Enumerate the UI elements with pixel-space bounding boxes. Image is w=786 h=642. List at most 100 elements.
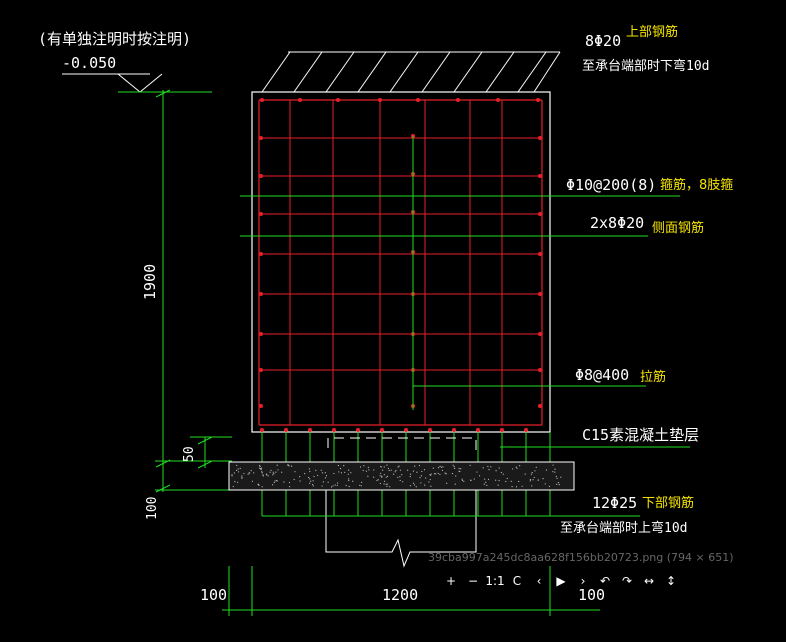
cushion-speck: [552, 464, 554, 466]
cushion-speck: [373, 476, 375, 478]
rotate-left-button[interactable]: ↶: [599, 574, 611, 588]
actual-size-button[interactable]: 1:1: [485, 574, 505, 588]
bottom-bar-dot: [452, 428, 456, 432]
top-rebar-label: 上部钢筋: [626, 24, 678, 40]
bottom-rebar-note: 至承台端部时上弯10d: [560, 520, 687, 536]
cushion-speck: [498, 467, 500, 469]
cushion-speck: [390, 469, 392, 471]
top-bar-dot: [456, 98, 460, 102]
cushion-speck: [367, 466, 369, 468]
stirrup-spec: Φ10@200(8): [566, 176, 656, 194]
cushion-speck: [554, 471, 556, 473]
zoom-out-button[interactable]: −: [467, 574, 479, 588]
cushion-speck: [294, 471, 296, 473]
cushion-speck: [275, 471, 277, 473]
beam-section-outline: [251, 91, 551, 433]
cushion-speck: [401, 474, 403, 476]
cushion-speck: [237, 481, 239, 483]
cushion-speck: [395, 469, 397, 472]
cushion-speck: [381, 475, 383, 477]
cushion-speck: [533, 476, 535, 479]
zoom-in-button[interactable]: +: [445, 574, 457, 588]
cushion-speck: [461, 479, 463, 482]
cushion-speck: [276, 464, 278, 466]
bottom-bar-dot: [428, 428, 432, 432]
cushion-speck: [460, 468, 462, 470]
cushion-speck: [387, 483, 389, 485]
cushion-speck: [435, 473, 437, 475]
top-rebar-spec: 8Φ20: [585, 32, 621, 50]
cushion-speck: [272, 484, 274, 486]
cushion-speck: [414, 465, 416, 467]
cushion-speck: [446, 482, 448, 484]
cushion-speck: [433, 473, 436, 475]
flip-vertical-button[interactable]: ↕: [665, 574, 677, 588]
cushion-speck: [347, 473, 349, 475]
cushion-speck: [415, 486, 417, 488]
cushion-speck: [461, 478, 463, 480]
next-button[interactable]: ›: [580, 574, 586, 588]
prev-button[interactable]: ‹: [536, 574, 542, 588]
cushion-speck: [320, 469, 322, 471]
cushion-speck: [362, 469, 364, 472]
cushion-speck: [455, 475, 457, 477]
bottom-bar-dot: [260, 428, 264, 432]
cushion-speck: [484, 478, 486, 480]
cushion-speck: [237, 468, 239, 470]
side-bar-dot: [538, 368, 542, 372]
cushion-speck: [265, 473, 268, 475]
cushion-speck: [368, 469, 370, 471]
dim-width: 1200: [382, 586, 418, 604]
cushion-speck: [530, 473, 533, 475]
cushion-speck: [321, 472, 324, 474]
cushion-speck: [511, 486, 513, 488]
cushion-speck: [560, 476, 562, 478]
cushion-speck: [381, 476, 383, 478]
cushion-speck: [485, 481, 487, 483]
side-bar-dot: [538, 212, 542, 216]
cushion-speck: [261, 486, 263, 488]
cushion-speck: [420, 482, 422, 484]
cushion-speck: [439, 465, 441, 467]
cushion-speck: [352, 480, 354, 482]
cushion-speck: [412, 470, 415, 472]
side-rebar-label: 侧面钢筋: [652, 220, 704, 236]
cushion-speck: [385, 483, 387, 485]
cushion-speck: [383, 474, 385, 476]
cushion-speck: [376, 479, 378, 482]
flip-horizontal-button[interactable]: ↔: [643, 574, 655, 588]
cushion-speck: [272, 471, 274, 473]
cushion-speck: [430, 473, 432, 475]
cushion-speck: [308, 476, 310, 479]
cushion-speck: [440, 466, 443, 468]
cushion-speck: [399, 476, 401, 478]
cushion-speck: [348, 485, 350, 488]
side-bar-dot: [259, 292, 263, 296]
rotate-right-button[interactable]: ↷: [621, 574, 633, 588]
cushion-speck: [348, 478, 350, 480]
dim-right-100: 100: [578, 586, 605, 604]
cushion-speck: [515, 466, 517, 468]
cushion-speck: [409, 485, 412, 487]
cushion-speck: [233, 472, 235, 474]
cushion-speck: [379, 482, 381, 485]
top-bar-dot: [536, 98, 540, 102]
side-bar-dot: [538, 404, 542, 408]
cushion-speck: [345, 484, 347, 487]
cushion-speck: [273, 481, 275, 484]
cushion-speck: [424, 484, 426, 486]
cushion-speck: [312, 480, 314, 482]
cushion-speck: [392, 473, 395, 475]
cushion-speck: [365, 470, 367, 472]
cushion-speck: [327, 481, 329, 483]
bottom-bar-dot: [332, 428, 336, 432]
side-bar-dot: [259, 136, 263, 140]
cushion-speck: [293, 478, 295, 481]
cushion-speck: [476, 471, 478, 473]
cushion-speck: [324, 472, 326, 474]
cushion-speck: [261, 471, 263, 473]
cushion-speck: [429, 474, 432, 476]
fit-button[interactable]: C: [512, 574, 522, 588]
cushion-speck: [548, 485, 551, 487]
play-button[interactable]: ▶: [556, 574, 566, 588]
